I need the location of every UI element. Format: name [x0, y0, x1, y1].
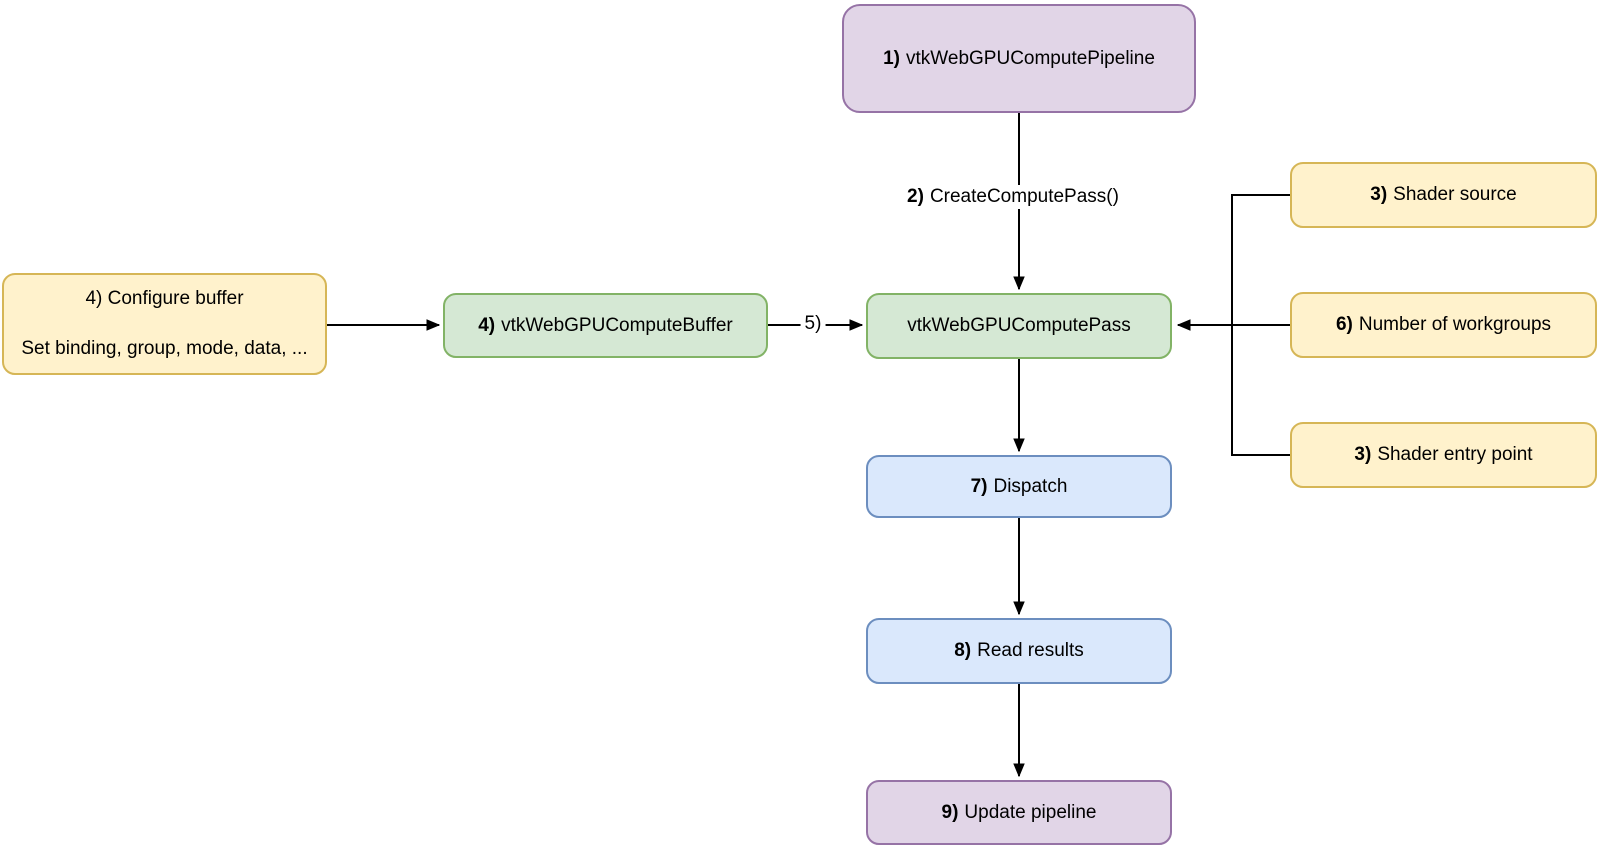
node-compute-pass-label: vtkWebGPUComputePass: [907, 315, 1131, 336]
node-shader-source-number: 3): [1370, 184, 1388, 205]
node-compute-pipeline-number: 1): [883, 47, 901, 69]
node-shader-entry-point: 3) Shader entry point: [1290, 422, 1597, 488]
node-read-results-number: 8): [954, 640, 972, 661]
node-update-pipeline-label: Update pipeline: [964, 801, 1097, 823]
node-shader-entry-point-number: 3): [1354, 444, 1372, 465]
node-workgroups: 6) Number of workgroups: [1290, 292, 1597, 358]
node-read-results: 8) Read results: [866, 618, 1172, 684]
node-compute-pipeline: 1) vtkWebGPUComputePipeline: [842, 4, 1196, 113]
node-configure-buffer-detail: Set binding, group, mode, data, ...: [21, 338, 308, 359]
node-workgroups-number: 6): [1335, 314, 1353, 335]
edge-label-create-compute-pass-number: 2): [907, 186, 924, 207]
node-shader-entry-point-label: Shader entry point: [1377, 444, 1533, 465]
node-workgroups-label: Number of workgroups: [1358, 314, 1552, 335]
node-update-pipeline: 9) Update pipeline: [866, 780, 1172, 845]
node-dispatch-number: 7): [970, 475, 988, 497]
edge-label-create-compute-pass: 2)CreateComputePass(): [903, 185, 1123, 209]
node-compute-pass: vtkWebGPUComputePass: [866, 293, 1172, 359]
node-compute-buffer: 4) vtkWebGPUComputeBuffer: [443, 293, 768, 358]
edge-label-create-compute-pass-text: CreateComputePass(): [929, 186, 1119, 207]
node-compute-pipeline-label: vtkWebGPUComputePipeline: [906, 47, 1155, 69]
node-compute-buffer-number: 4): [478, 314, 496, 336]
node-update-pipeline-number: 9): [941, 801, 959, 823]
node-dispatch: 7) Dispatch: [866, 455, 1172, 518]
node-configure-buffer-title: 4) Configure buffer: [85, 288, 244, 309]
edge-label-set-buffer: 5): [800, 312, 826, 336]
node-dispatch-label: Dispatch: [993, 475, 1068, 497]
edge-label-set-buffer-text: 5): [804, 313, 822, 334]
node-shader-source-label: Shader source: [1393, 184, 1517, 205]
node-read-results-label: Read results: [977, 640, 1084, 661]
node-configure-buffer: 4) Configure buffer Set binding, group, …: [2, 273, 327, 375]
node-compute-buffer-label: vtkWebGPUComputeBuffer: [501, 314, 733, 336]
node-shader-source: 3) Shader source: [1290, 162, 1597, 228]
